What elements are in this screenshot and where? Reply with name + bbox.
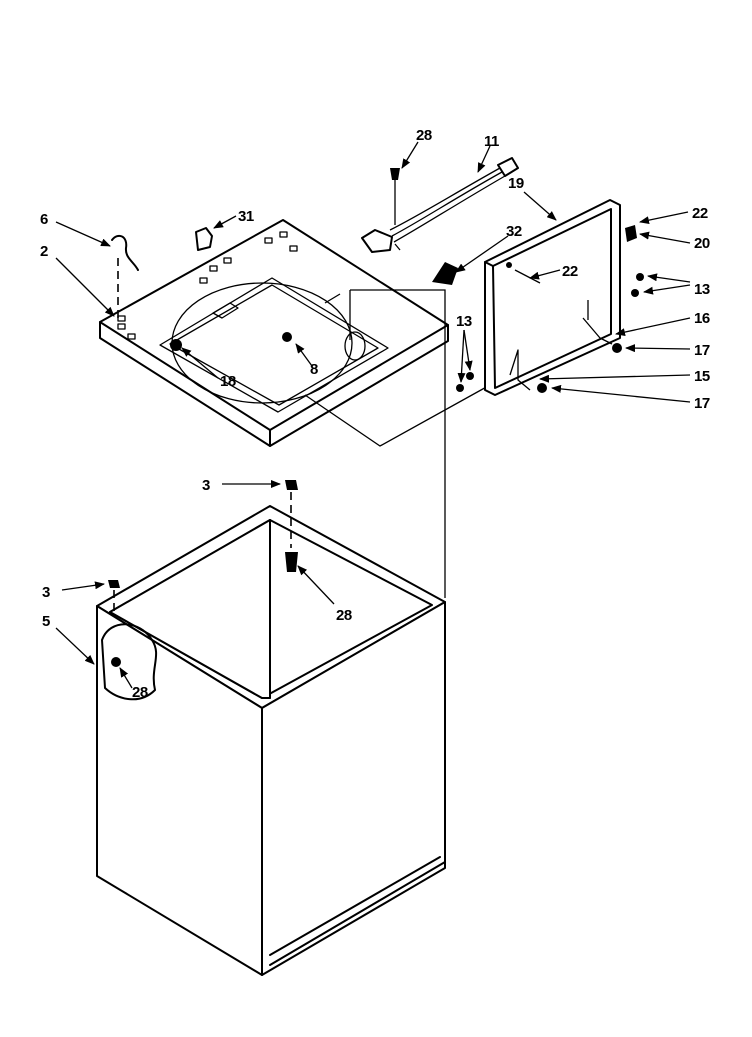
clip-parts [111, 227, 213, 320]
callout-18: 18 [220, 373, 236, 390]
lid-assembly [432, 199, 644, 396]
callout-13-left: 13 [456, 313, 472, 330]
callout-16: 16 [694, 310, 710, 327]
callout-3-lower: 3 [42, 584, 50, 601]
callout-19: 19 [508, 175, 524, 192]
callout-3-upper: 3 [202, 477, 210, 494]
callout-6: 6 [40, 211, 48, 228]
callout-2: 2 [40, 243, 48, 260]
callout-28-middle: 28 [336, 607, 352, 624]
wire-harness [361, 157, 519, 253]
callout-17-lower: 17 [694, 395, 710, 412]
callout-28-cabinet: 28 [132, 684, 148, 701]
callout-labels: 28 11 19 22 20 32 22 13 16 13 17 15 17 6… [40, 127, 710, 701]
callout-31: 31 [238, 208, 254, 225]
callout-8: 8 [310, 361, 318, 378]
top-panel [99, 219, 491, 598]
callout-17-upper: 17 [694, 342, 710, 359]
callout-32: 32 [506, 223, 522, 240]
callout-15: 15 [694, 368, 710, 385]
cabinet [96, 480, 446, 976]
callout-28-top: 28 [416, 127, 432, 144]
callout-13-right: 13 [694, 281, 710, 298]
callout-11: 11 [484, 133, 499, 150]
callout-22-right: 22 [692, 205, 708, 222]
callout-5: 5 [42, 613, 50, 630]
callout-leaders [55, 141, 691, 689]
callout-22-inner: 22 [562, 263, 578, 280]
callout-20: 20 [694, 235, 710, 252]
